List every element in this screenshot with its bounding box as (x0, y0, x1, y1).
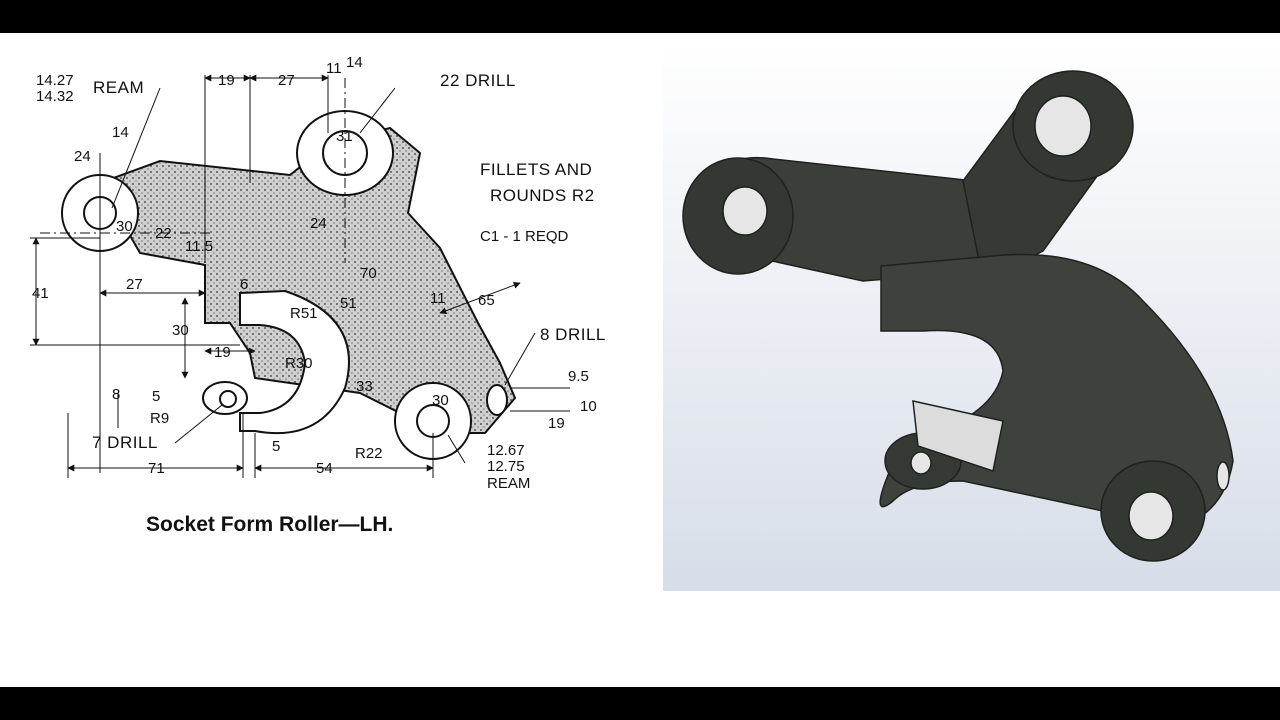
ream-bottom-label: REAM (487, 475, 530, 492)
bottom-left-hole (219, 390, 237, 408)
ream-top-label: REAM (93, 78, 144, 97)
dim-24-mid: 24 (310, 215, 327, 232)
dim-51: 51 (340, 295, 357, 312)
cad-model-render (663, 41, 1280, 591)
right-lug (486, 384, 508, 416)
radius-51: R51 (290, 305, 318, 322)
drawing-title: Socket Form Roller—LH. (146, 513, 393, 536)
dim-22: 22 (155, 225, 172, 242)
dim-30-bottom: 30 (432, 392, 449, 409)
engineering-drawing: 14.27 14.32 REAM 22 DRILL FILLETS AND RO… (30, 54, 606, 536)
dim-27-left: 27 (126, 276, 143, 293)
radius-22: R22 (355, 445, 383, 462)
drill-7-note: 7 DRILL (92, 433, 158, 452)
dim-70: 70 (360, 265, 377, 282)
dim-14-top: 14 (346, 54, 363, 71)
bottom-left-hole-3d (910, 451, 932, 475)
radius-30: R30 (285, 355, 313, 372)
dim-65: 65 (478, 292, 495, 309)
left-hole-3d (722, 186, 768, 236)
radius-9: R9 (150, 410, 169, 427)
dimension-lines (30, 74, 570, 478)
dim-30-mid: 30 (172, 322, 189, 339)
dim-9-5: 9.5 (568, 368, 589, 385)
dim-8: 8 (112, 386, 120, 403)
dim-24-left: 24 (74, 148, 91, 165)
dim-11-right: 11 (430, 290, 446, 307)
fillets-note-line-1: FILLETS AND (480, 160, 592, 179)
dim-27-top: 27 (278, 72, 295, 89)
dim-11-top: 11 (326, 60, 342, 77)
dim-33: 33 (356, 378, 373, 395)
dim-14-left: 14 (112, 124, 129, 141)
ream-top-value-2: 14.32 (36, 88, 74, 105)
part-3d (682, 70, 1234, 562)
drawing-notes: 14.27 14.32 REAM 22 DRILL FILLETS AND RO… (36, 71, 606, 492)
dim-5-bottom: 5 (272, 438, 280, 455)
ream-bottom-value-2: 12.75 (487, 458, 525, 475)
dim-71: 71 (148, 460, 165, 477)
dim-30-left: 30 (116, 218, 133, 235)
quantity-note: C1 - 1 REQD (480, 228, 569, 245)
content-area: 14.27 14.32 REAM 22 DRILL FILLETS AND RO… (0, 33, 1280, 687)
dim-31: 31 (336, 128, 353, 145)
fillets-note-line-2: ROUNDS R2 (490, 186, 595, 205)
top-hole-3d (1034, 95, 1092, 157)
bottom-right-hole-3d (1128, 491, 1174, 541)
part-outline (61, 110, 517, 460)
dim-19-top: 19 (218, 72, 235, 89)
right-lug-hole-3d (1216, 461, 1230, 491)
ream-top-value-1: 14.27 (36, 72, 74, 89)
dimension-values: 19 27 11 14 24 14 30 22 11.5 41 27 6 30 … (32, 54, 597, 477)
dim-10: 10 (580, 398, 597, 415)
dim-54: 54 (316, 460, 333, 477)
top-letterbox-bar (0, 0, 1280, 33)
ream-bottom-value-1: 12.67 (487, 442, 525, 459)
bottom-right-hole (416, 404, 450, 438)
dim-41: 41 (32, 285, 49, 302)
dim-19-mid: 19 (214, 344, 231, 361)
drill-8-note: 8 DRILL (540, 325, 606, 344)
socket-cutout (239, 289, 350, 435)
bottom-letterbox-bar (0, 687, 1280, 720)
dim-19-right: 19 (548, 415, 565, 432)
dim-5-left: 5 (152, 388, 160, 405)
dim-11-5: 11.5 (185, 238, 213, 255)
dim-6: 6 (240, 276, 248, 293)
slot-face (912, 400, 1004, 472)
drill-22-note: 22 DRILL (440, 71, 516, 90)
